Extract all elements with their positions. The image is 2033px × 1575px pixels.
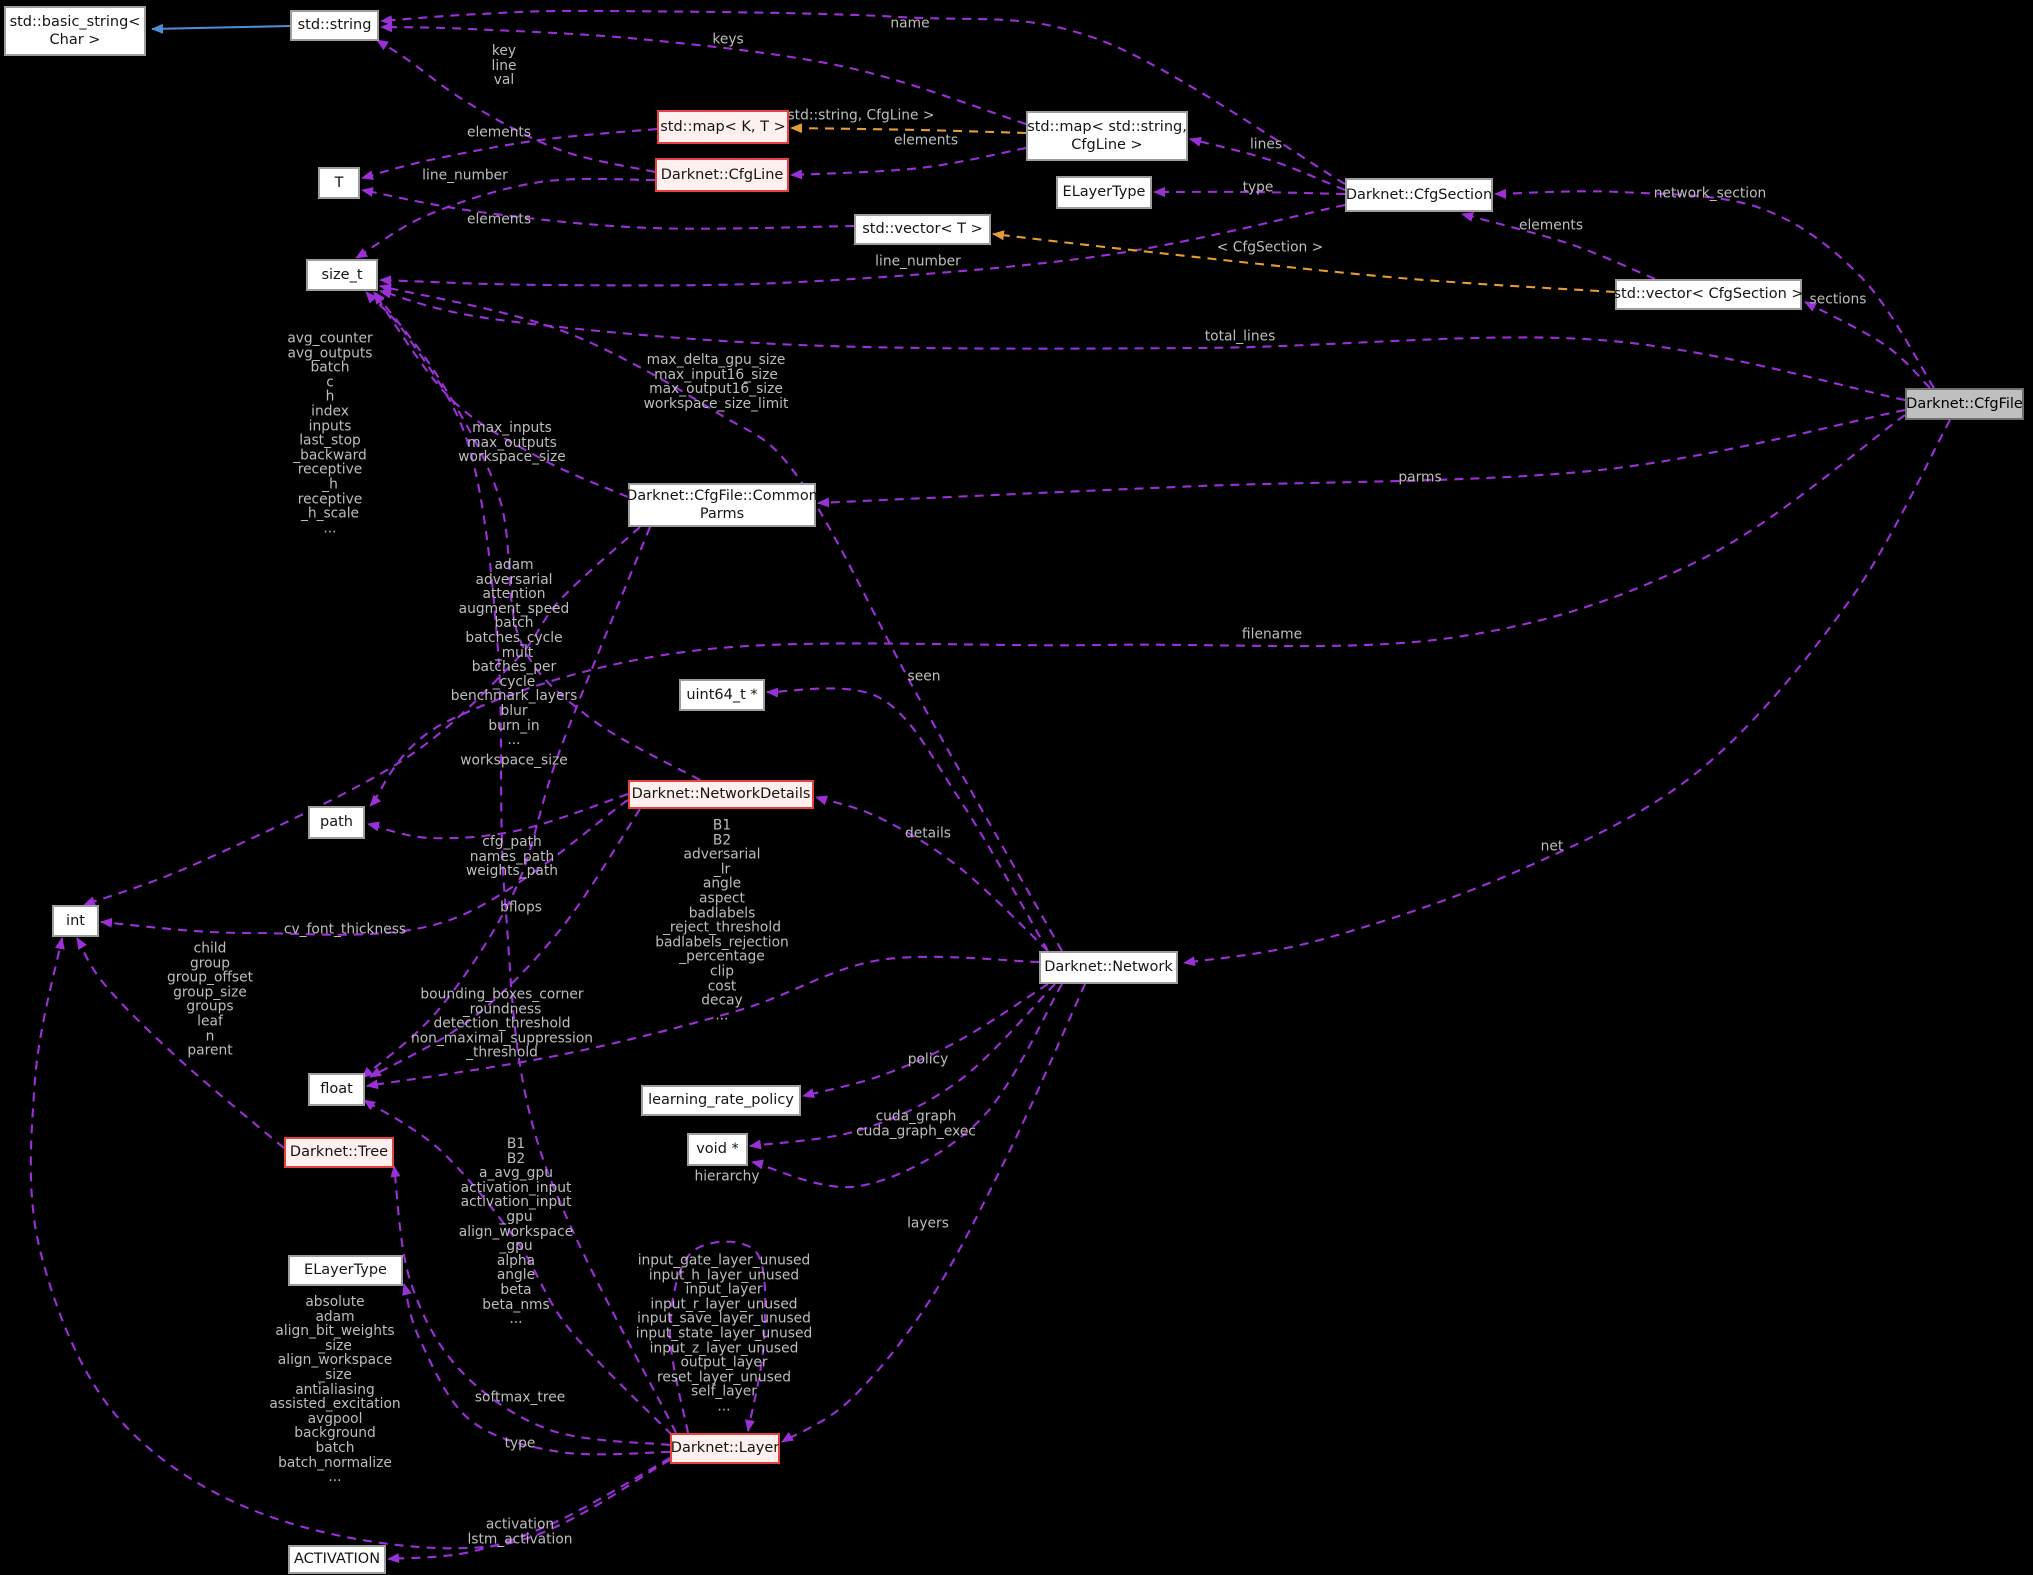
edge-hierarchy [751, 983, 1063, 1189]
class-node-vector_cs[interactable]: std::vector< CfgSection > [1613, 279, 1804, 310]
edge-total-lines [379, 288, 1906, 402]
class-node-network-label: Darknet::Network [1044, 959, 1173, 976]
edge-details [815, 795, 1049, 952]
edge-sections [1804, 301, 1931, 389]
class-node-voidptr-label: void * [696, 1141, 739, 1158]
edge-filename [369, 414, 1906, 807]
class-node-map_sc-label: CfgLine > [1071, 137, 1143, 153]
class-node-uint64: uint64_t * [679, 679, 765, 711]
edge-policy [802, 983, 1049, 1099]
class-node-path-label: path [320, 814, 353, 831]
edge-lines [1189, 136, 1346, 191]
edge-adam-list [83, 526, 641, 906]
class-node-elayertype_b-label: ELayerType [304, 1262, 387, 1279]
class-node-network[interactable]: Darknet::Network [1039, 951, 1178, 984]
class-node-layer-label: Darknet::Layer [670, 1440, 780, 1457]
edge-b1-layer [363, 1099, 673, 1436]
edge-tmpl-map [790, 123, 1027, 135]
class-node-vector_t: std::vector< T > [854, 214, 991, 245]
class-node-commonparms-label: Parms [699, 506, 745, 522]
edge-elements-vcs [1461, 212, 1656, 280]
edge-elements-vt [361, 187, 855, 230]
class-node-activation-label: ACTIVATION [293, 1551, 381, 1568]
edge-self-layers [668, 1240, 767, 1434]
class-node-float-label: float [320, 1081, 353, 1098]
class-node-networkdetails-label: Darknet::NetworkDetails [631, 786, 811, 803]
class-node-lrp-label: learning_rate_policy [648, 1092, 794, 1109]
edge-bounding [369, 808, 641, 1078]
class-node-basic_string-label: std::basic_string< [9, 13, 141, 30]
class-node-map_kt-label: std::map< K, T > [660, 118, 786, 135]
member-edges [29, 9, 1951, 1564]
class-node-vector_cs-label: std::vector< CfgSection > [1613, 286, 1804, 303]
edge-inherit-string [151, 23, 291, 34]
edge-avg-list [365, 291, 677, 1434]
class-node-size_t: size_t [306, 259, 378, 291]
edge-network-section [1494, 188, 1935, 389]
class-node-int: int [52, 905, 99, 937]
class-node-cfgsection-label: Darknet::CfgSection [1345, 186, 1493, 203]
class-node-cfgline[interactable]: Darknet::CfgLine [655, 158, 789, 192]
edge-child-list [76, 937, 285, 1149]
class-node-cfgline-label: Darknet::CfgLine [660, 166, 784, 183]
class-node-basic_string: std::basic_string<Char > [4, 6, 146, 56]
class-node-tree[interactable]: Darknet::Tree [284, 1137, 394, 1168]
class-node-elayertype_b: ELayerType [288, 1255, 403, 1286]
edge-activation-edge [387, 1457, 671, 1564]
class-node-map_sc-label: std::map< std::string, [1027, 118, 1187, 135]
class-node-commonparms-label: Darknet::CfgFile::Common [626, 487, 818, 504]
edge-type-layer [402, 1283, 671, 1456]
edge-max-delta [379, 283, 1063, 952]
edge-cuda-graph [749, 983, 1056, 1150]
edge-net [1183, 419, 1951, 967]
class-node-uint64-label: uint64_t * [686, 686, 758, 703]
edge-parms [817, 408, 1906, 508]
edge-keys [380, 22, 1027, 126]
edge-seen [766, 687, 1049, 952]
edge-absolute-list [29, 937, 671, 1550]
class-node-lrp: learning_rate_policy [641, 1085, 801, 1116]
edge-key-line-val [376, 39, 656, 174]
class-node-layer[interactable]: Darknet::Layer [670, 1433, 780, 1464]
class-node-T-label: T [334, 174, 344, 191]
edge-b1-network [366, 955, 1040, 1090]
class-node-elayertype_top-label: ELayerType [1062, 184, 1146, 201]
class-node-path: path [308, 806, 365, 839]
class-node-activation: ACTIVATION [288, 1545, 386, 1574]
class-node-cfgfile-label: Darknet::CfgFile [1906, 395, 2023, 412]
class-node-string: std::string [290, 10, 379, 41]
edge-tmpl-vec [992, 230, 1616, 294]
edge-elements-mapkt [361, 127, 658, 181]
class-node-voidptr: void * [687, 1133, 748, 1166]
class-node-vector_t-label: std::vector< T > [862, 221, 983, 238]
edge-line-number-cfgline [355, 177, 656, 259]
class-node-tree-label: Darknet::Tree [289, 1144, 389, 1161]
class-node-basic_string-label: Char > [49, 32, 101, 48]
class-node-cfgfile: Darknet::CfgFile [1905, 388, 2024, 420]
edge-bflops [361, 526, 651, 1079]
class-node-networkdetails[interactable]: Darknet::NetworkDetails [628, 780, 814, 809]
class-node-map_kt[interactable]: std::map< K, T > [657, 110, 789, 144]
edge-workspace-size [373, 291, 701, 781]
edge-max-inputs [373, 292, 629, 498]
class-node-int-label: int [66, 912, 85, 929]
class-node-map_sc[interactable]: std::map< std::string,CfgLine > [1026, 111, 1188, 161]
edge-name [380, 9, 1346, 185]
class-node-cfgsection[interactable]: Darknet::CfgSection [1345, 178, 1493, 212]
class-node-float: float [308, 1073, 365, 1106]
edge-cfg-path [367, 793, 629, 840]
edge-cv-font [100, 799, 629, 936]
edge-type-section [1153, 186, 1346, 197]
class-node-T: T [318, 167, 360, 199]
class-node-string-label: std::string [297, 17, 372, 34]
class-node-size_t-label: size_t [321, 266, 363, 283]
edge-softmax-tree [390, 1165, 671, 1447]
class-node-elayertype_top: ELayerType [1056, 176, 1152, 209]
edge-line-number-cfgsection [379, 203, 1346, 287]
edge-elements-map [790, 146, 1027, 180]
